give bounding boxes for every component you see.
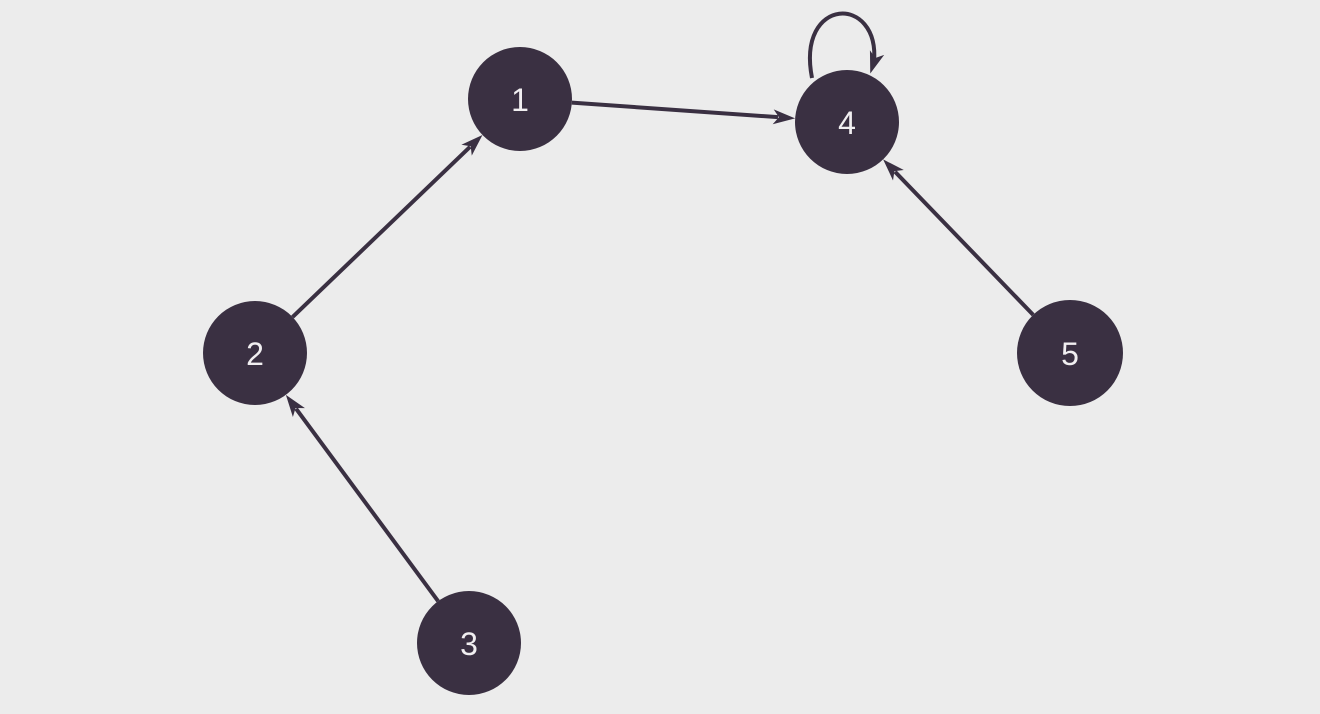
graph-node-2[interactable]: 2 bbox=[203, 301, 307, 405]
graph-edge-2-1[interactable] bbox=[291, 134, 483, 319]
graph-node-4[interactable]: 4 bbox=[795, 70, 899, 174]
edge-layer bbox=[285, 11, 1035, 603]
graph-edge-3-2[interactable] bbox=[285, 394, 440, 603]
edge-line bbox=[893, 170, 1035, 317]
edge-arrowhead bbox=[461, 134, 483, 156]
edge-arrowhead bbox=[285, 394, 305, 417]
self-loop-arrowhead bbox=[869, 50, 885, 74]
graph-edge-1-4[interactable] bbox=[571, 100, 796, 125]
edge-arrowhead bbox=[772, 109, 796, 125]
graph-node-5[interactable]: 5 bbox=[1017, 300, 1123, 406]
edge-arrowhead bbox=[883, 159, 904, 181]
node-label: 3 bbox=[460, 626, 478, 662]
node-layer: 1 2 3 4 5 bbox=[203, 47, 1123, 695]
graph-edge-5-4[interactable] bbox=[883, 159, 1035, 317]
node-label: 4 bbox=[838, 105, 856, 141]
graph-node-3[interactable]: 3 bbox=[417, 591, 521, 695]
edge-line bbox=[294, 407, 440, 603]
node-label: 5 bbox=[1061, 336, 1079, 372]
graph-edge-4-4[interactable] bbox=[808, 11, 885, 79]
self-loop-path bbox=[808, 11, 877, 79]
node-circle[interactable] bbox=[203, 301, 307, 405]
node-label: 2 bbox=[246, 336, 264, 372]
node-label: 1 bbox=[511, 82, 529, 118]
node-circle[interactable] bbox=[468, 47, 572, 151]
edge-line bbox=[571, 100, 779, 120]
node-circle[interactable] bbox=[417, 591, 521, 695]
node-circle[interactable] bbox=[795, 70, 899, 174]
graph-node-1[interactable]: 1 bbox=[468, 47, 572, 151]
edge-line bbox=[291, 145, 472, 319]
node-circle[interactable] bbox=[1017, 300, 1123, 406]
